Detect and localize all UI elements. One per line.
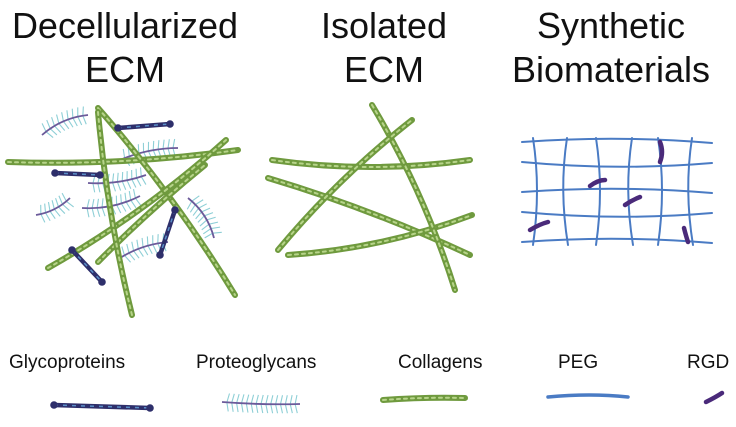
title-line: ECM [344,49,424,90]
glycoprotein [68,246,106,286]
peg-strand [546,393,630,399]
proteoglycan [221,393,301,414]
title-line: ECM [85,49,165,90]
legend-label-collagens: Collagens [398,352,483,373]
collagen-fiber [45,137,229,271]
rgd-peptide [703,390,725,405]
peg-strand [521,161,713,168]
peg-strand [562,137,569,246]
peg-strand [657,137,663,246]
panel-title-synthetic-biomaterials: Synthetic Biomaterials [486,4,736,92]
collagen-fiber [265,175,473,258]
proteoglycan [186,195,222,239]
rgd-peptide [527,219,551,233]
synthetic-biomaterials-illustration [521,137,713,246]
peg-strand [595,137,601,246]
collagen-fiber [95,162,208,265]
peg-strand [521,211,713,218]
rgd-peptide [622,194,643,208]
glycoprotein [50,401,154,412]
collagen-fiber [275,117,415,253]
title-line: Synthetic [536,5,686,46]
peg-strand [521,237,713,244]
panel-title-isolated-ecm: Isolated ECM [266,4,502,92]
collagen-fiber [285,212,475,258]
collagen-fiber [95,109,135,318]
peg-strand [532,137,538,246]
collagen-fiber [269,157,473,170]
peg-strand [521,187,713,194]
title-line: Biomaterials [511,49,711,90]
glycoprotein [156,206,179,259]
legend-label-rgd: RGD [687,352,730,373]
glycoprotein [114,120,174,132]
proteoglycan [41,106,89,138]
panel-title-decellularized-ecm: Decellularized ECM [0,4,250,92]
collagen-fiber [380,394,468,403]
peg-strand [627,137,634,246]
proteoglycan [35,192,74,223]
rgd-peptide [657,139,665,165]
rgd-peptide [587,177,608,189]
peg-strand [687,137,694,246]
title-line: Isolated [320,5,448,46]
legend-label-glycoproteins: Glycoproteins [9,352,126,373]
decellularized-ecm-illustration [5,105,241,318]
legend-label-peg: PEG [558,352,599,373]
rgd-peptide [681,225,691,245]
collagen-fiber [369,102,458,293]
legend-icons [50,390,725,414]
glycoprotein [51,169,104,179]
isolated-ecm-illustration [265,102,475,293]
title-line: Decellularized [11,5,239,46]
legend-label-proteoglycans: Proteoglycans [196,352,317,373]
proteoglycan [87,167,147,193]
peg-strand [521,137,713,144]
